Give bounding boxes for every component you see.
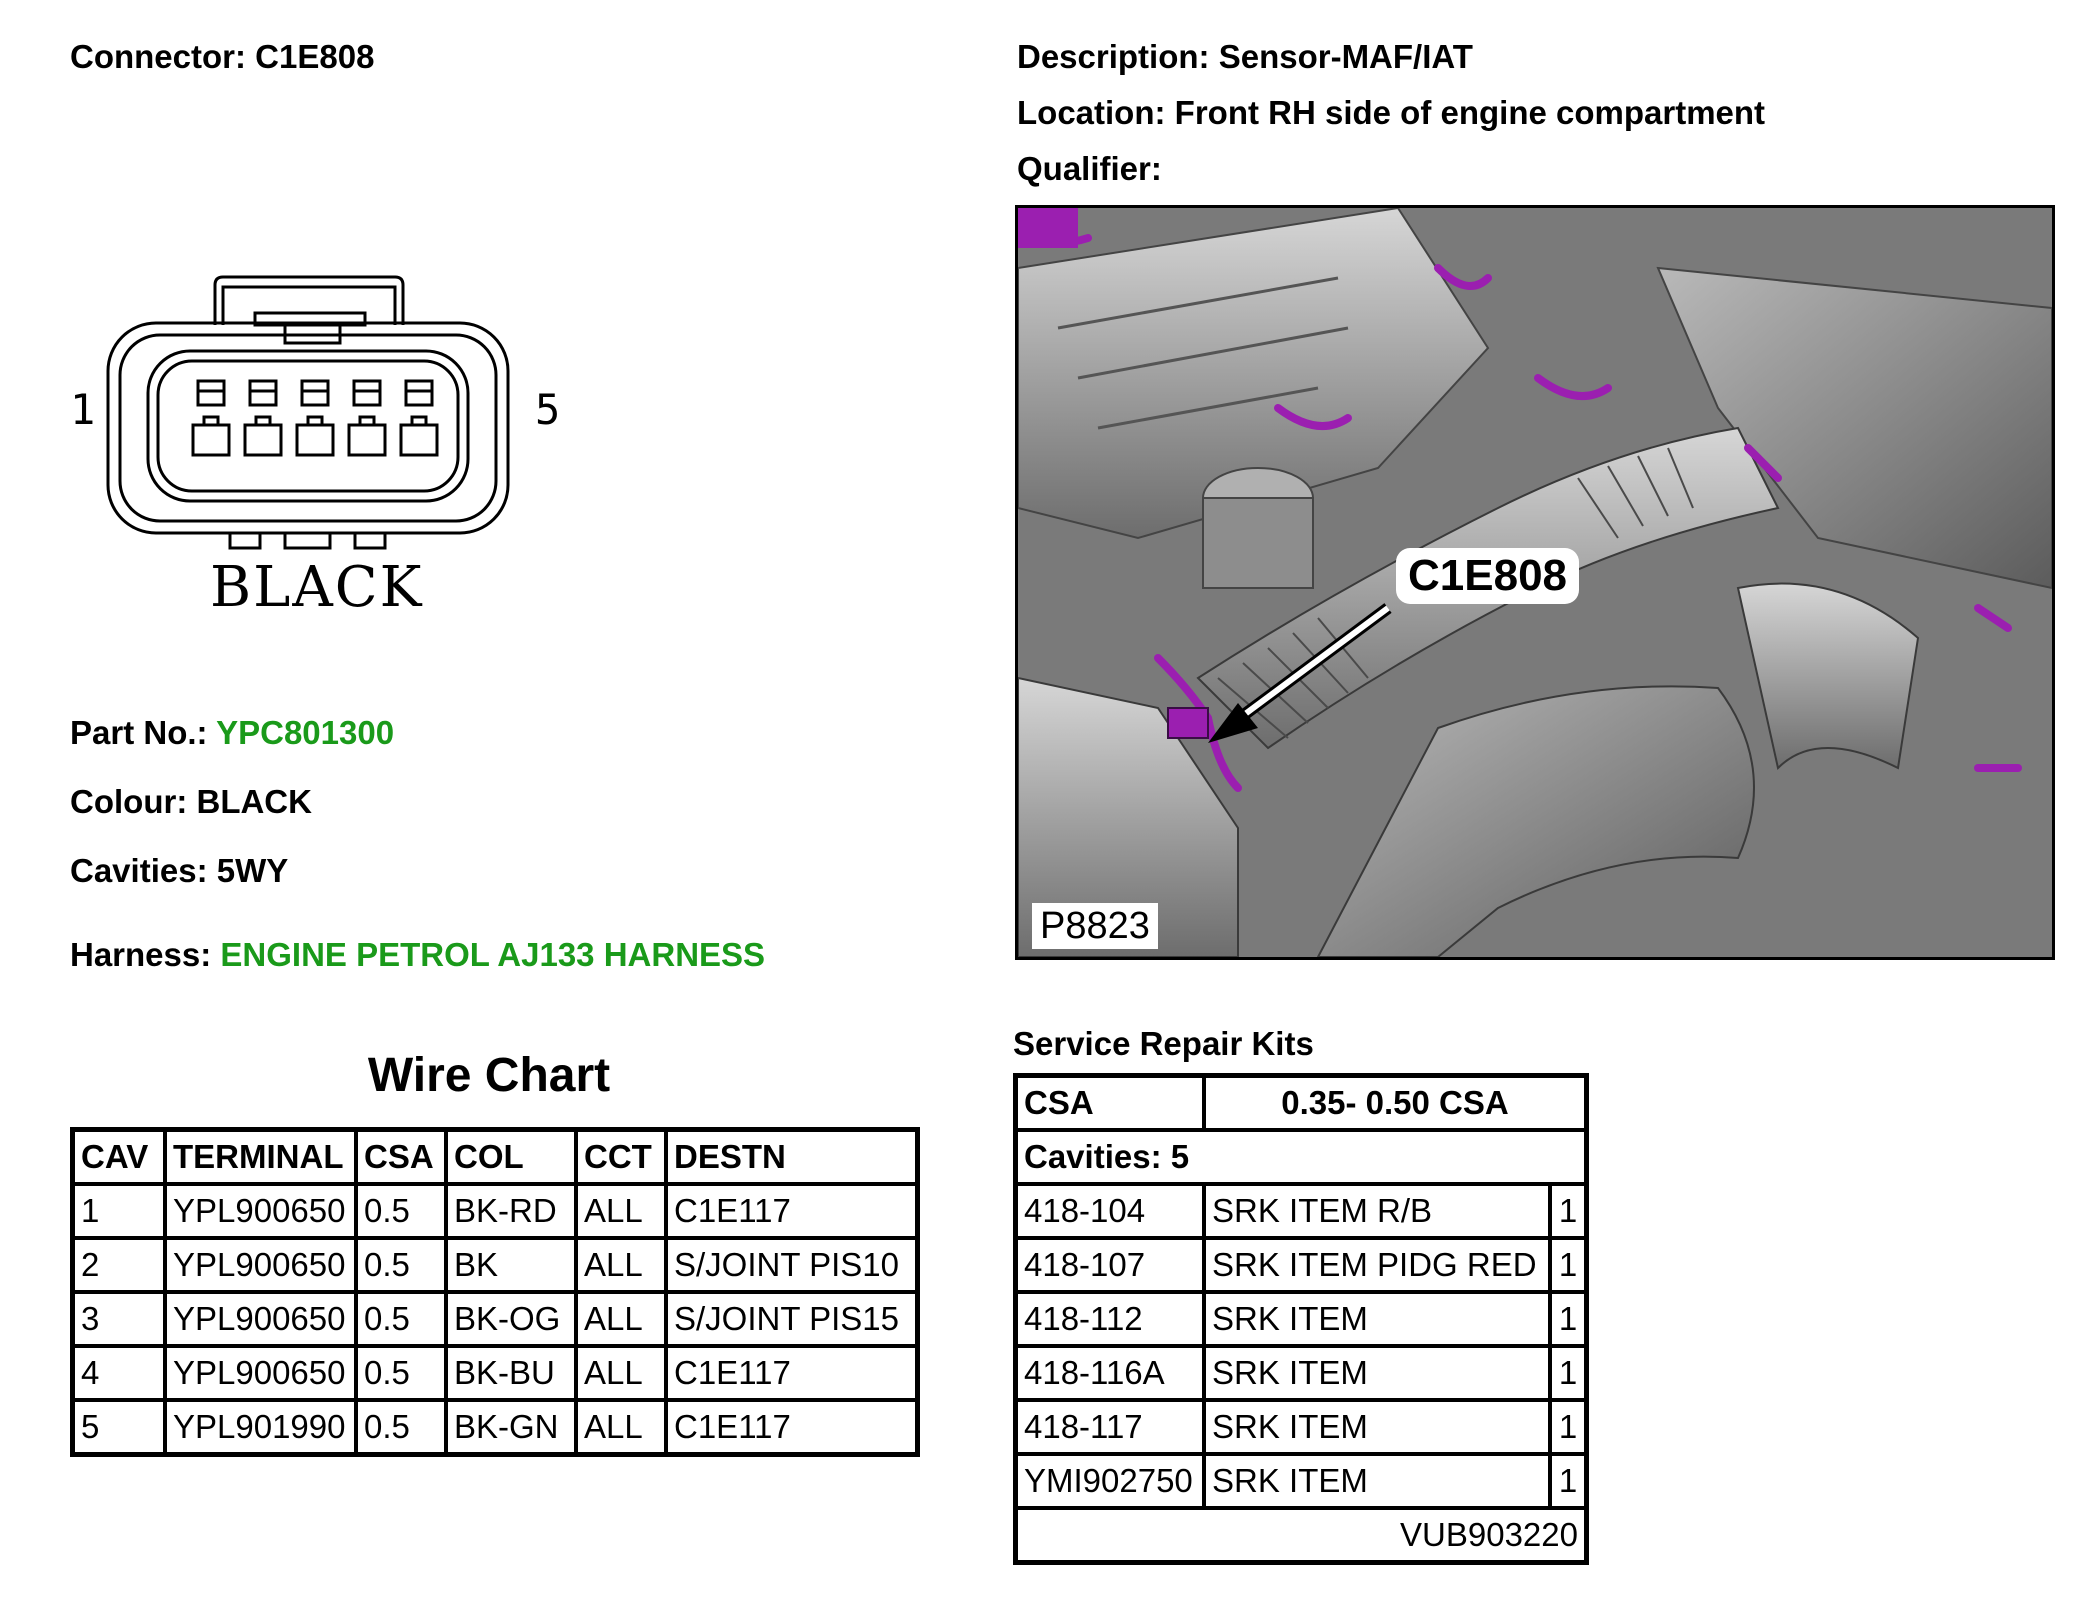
connector-colour: Colour: BLACK bbox=[70, 783, 312, 820]
cavity-upper-5 bbox=[404, 379, 434, 407]
connector-location: Location: Front RH side of engine compar… bbox=[1017, 94, 1766, 131]
srk-csa-row: CSA 0.35- 0.50 CSA bbox=[1013, 1073, 1589, 1132]
col-csa: CSA bbox=[354, 1127, 448, 1186]
connector-description: Description: Sensor-MAF/IAT bbox=[1017, 38, 1473, 75]
cavity-upper-2 bbox=[248, 379, 278, 407]
cavity-upper-4 bbox=[352, 379, 382, 407]
col-cav: CAV bbox=[70, 1127, 167, 1186]
harness-link[interactable]: ENGINE PETROL AJ133 HARNESS bbox=[220, 936, 766, 973]
cavity-lower-2 bbox=[243, 415, 283, 457]
wire-chart-table: CAV TERMINAL CSA COL CCT DESTN 1 YPL9006… bbox=[70, 1127, 920, 1457]
location-photo: C1E808 P8823 bbox=[1015, 205, 2055, 960]
table-row: 5 YPL901990 0.5 BK-GN ALL C1E117 bbox=[70, 1398, 920, 1457]
srk-cavities: Cavities: 5 bbox=[1013, 1128, 1589, 1186]
part-number: Part No.: YPC801300 bbox=[70, 714, 395, 751]
photo-callout-label: C1E808 bbox=[1396, 548, 1580, 604]
part-number-link[interactable]: YPC801300 bbox=[216, 714, 395, 751]
srk-kit-row: VUB903220 bbox=[1013, 1506, 1589, 1565]
table-row: 418-112 SRK ITEM 1 bbox=[1013, 1290, 1589, 1348]
table-row: YMI902750 SRK ITEM 1 bbox=[1013, 1452, 1589, 1510]
cavity-lower-5 bbox=[399, 415, 439, 457]
col-destn: DESTN bbox=[664, 1127, 920, 1186]
col-col: COL bbox=[444, 1127, 578, 1186]
table-row: 1 YPL900650 0.5 BK-RD ALL C1E117 bbox=[70, 1182, 920, 1240]
harness: Harness: ENGINE PETROL AJ133 HARNESS bbox=[70, 936, 766, 973]
connector-id: Connector: C1E808 bbox=[70, 38, 375, 75]
col-cct: CCT bbox=[574, 1127, 668, 1186]
table-row: 4 YPL900650 0.5 BK-BU ALL C1E117 bbox=[70, 1344, 920, 1402]
table-row: 2 YPL900650 0.5 BK ALL S/JOINT PIS10 bbox=[70, 1236, 920, 1294]
wire-chart-title: Wire Chart bbox=[367, 1049, 611, 1102]
photo-reference-code: P8823 bbox=[1032, 903, 1158, 949]
srk-csa-label: CSA bbox=[1013, 1073, 1206, 1132]
srk-title: Service Repair Kits bbox=[1013, 1025, 1314, 1062]
table-row: 418-107 SRK ITEM PIDG RED 1 bbox=[1013, 1236, 1589, 1294]
table-row: 418-116A SRK ITEM 1 bbox=[1013, 1344, 1589, 1402]
table-row: 418-104 SRK ITEM R/B 1 bbox=[1013, 1182, 1589, 1240]
srk-table: CSA 0.35- 0.50 CSA Cavities: 5 418-104 S… bbox=[1013, 1073, 1589, 1565]
connector-colour-caption: BLACK bbox=[210, 555, 424, 620]
srk-csa-value: 0.35- 0.50 CSA bbox=[1202, 1073, 1589, 1132]
wire-chart-header-row: CAV TERMINAL CSA COL CCT DESTN bbox=[70, 1127, 920, 1186]
table-row: 418-117 SRK ITEM 1 bbox=[1013, 1398, 1589, 1456]
connector-cavities: Cavities: 5WY bbox=[70, 852, 289, 889]
cavity-upper-1 bbox=[196, 379, 226, 407]
srk-kit-number: VUB903220 bbox=[1013, 1506, 1589, 1565]
pin-label-first: 1 bbox=[70, 385, 96, 434]
connector-qualifier: Qualifier: bbox=[1017, 150, 1162, 187]
pin-label-last: 5 bbox=[535, 385, 561, 434]
cavity-lower-4 bbox=[347, 415, 387, 457]
cavity-upper-3 bbox=[300, 379, 330, 407]
srk-cavities-row: Cavities: 5 bbox=[1013, 1128, 1589, 1186]
table-row: 3 YPL900650 0.5 BK-OG ALL S/JOINT PIS15 bbox=[70, 1290, 920, 1348]
connector-face-diagram: 1 5 BLACK bbox=[60, 265, 620, 645]
cavity-lower-3 bbox=[295, 415, 335, 457]
col-terminal: TERMINAL bbox=[163, 1127, 358, 1186]
cavity-lower-1 bbox=[191, 415, 231, 457]
